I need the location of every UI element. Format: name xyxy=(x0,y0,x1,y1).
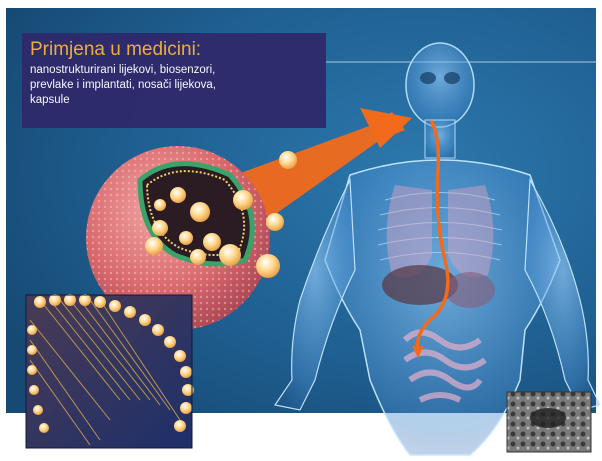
caption-line: kapsule xyxy=(30,93,318,108)
bilayer-closeup-inset xyxy=(26,294,194,448)
microscope-image-inset xyxy=(507,392,591,452)
caption-line: nanostrukturirani lijekovi, biosenzori, xyxy=(30,63,318,78)
caption-title: Primjena u medicini: xyxy=(30,39,318,61)
caption-line: prevlake i implantati, nosači lijekova, xyxy=(30,78,318,93)
caption-box: Primjena u medicini: nanostrukturirani l… xyxy=(22,33,326,128)
caption-body: nanostrukturirani lijekovi, biosenzori, … xyxy=(30,63,318,108)
